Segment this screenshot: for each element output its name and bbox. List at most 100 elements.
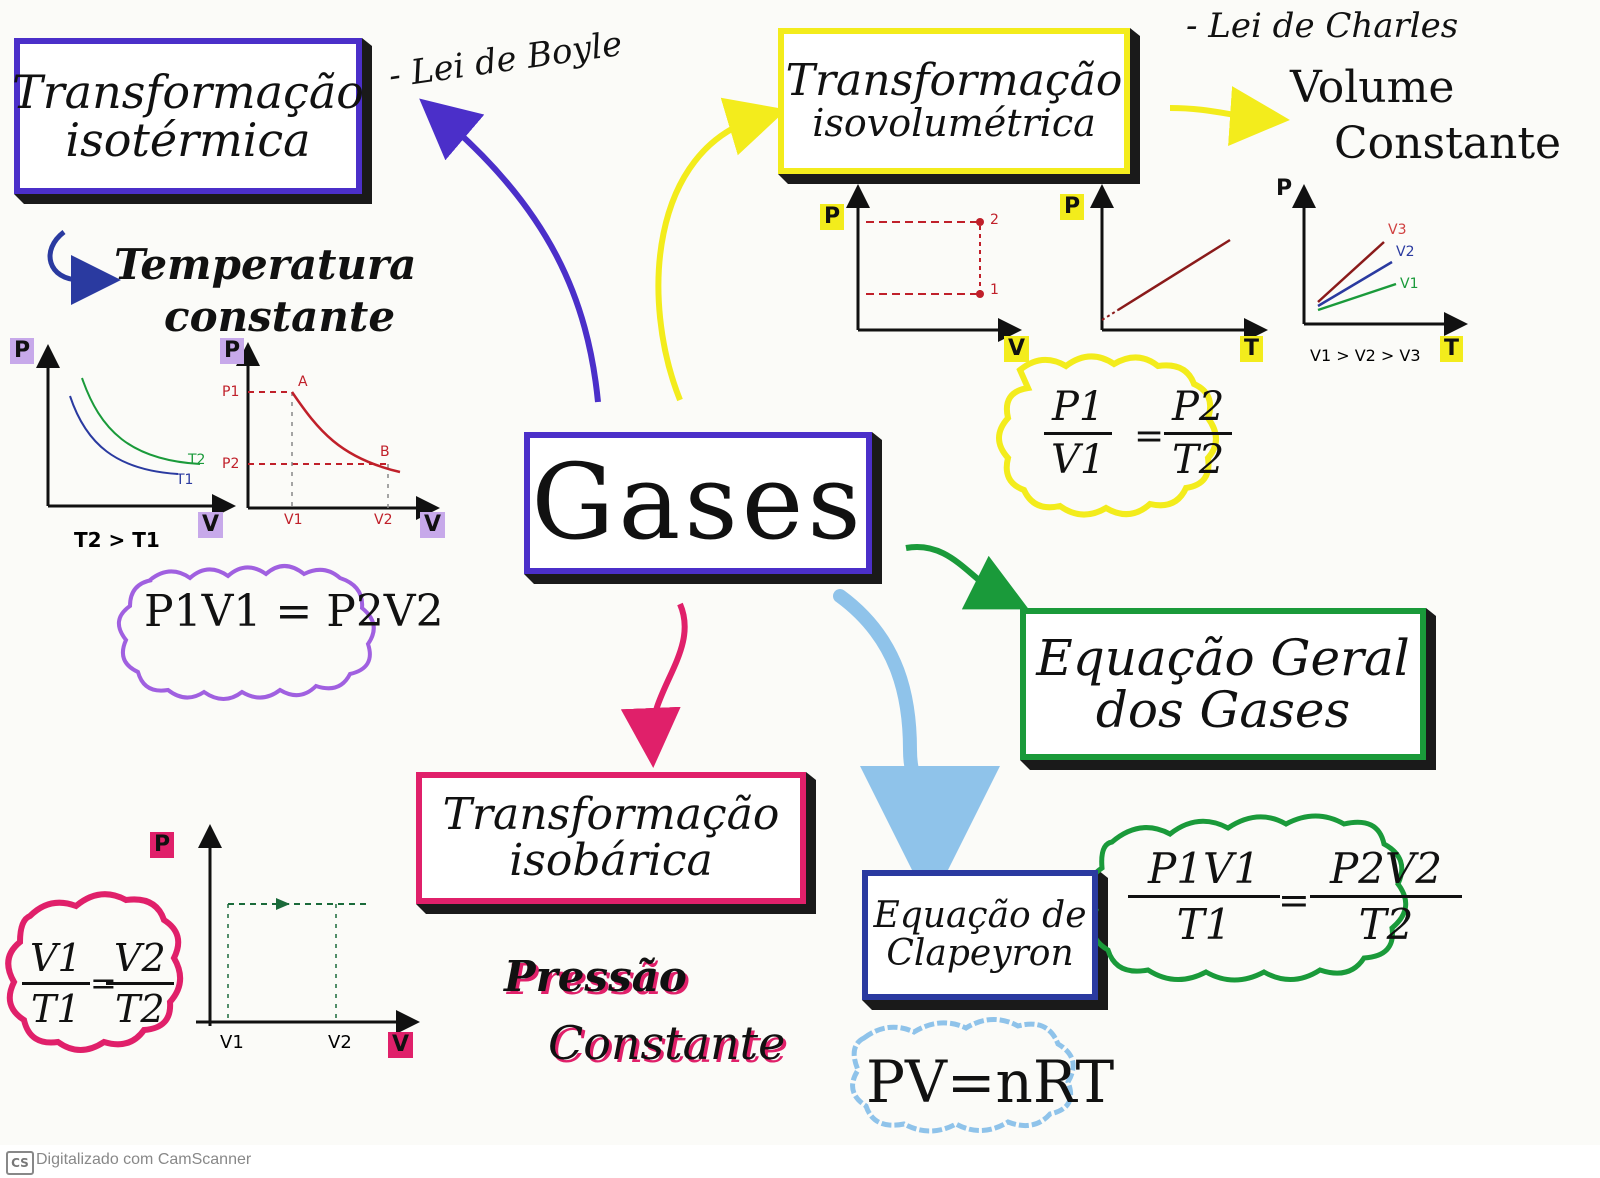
isothermal-title-line2: isotérmica: [65, 113, 311, 167]
isothermal-graph1: [36, 344, 236, 518]
isov-g1-point2: 2: [990, 212, 999, 228]
general-title-line1: Equação Geral: [1036, 628, 1410, 687]
isotherm-t1-curve: [69, 395, 179, 475]
isobaric-y-label: P: [150, 832, 175, 858]
isovolumetric-note-line1: Volume: [1290, 62, 1455, 113]
isovolumetric-graph2: [1090, 184, 1268, 342]
arrow-temperature: [47, 230, 121, 305]
isobaric-title-line2: isobárica: [509, 835, 713, 886]
isothermal-title-line1: Transformação: [12, 64, 364, 119]
isobaric-note-line2: Constante: [548, 1016, 786, 1070]
isobaric-note-line1: Pressão: [504, 952, 687, 1001]
general-formula-right: P2V2 T2: [1310, 844, 1463, 949]
clapeyron-formula: PV=nRT: [866, 1048, 1115, 1116]
isobaric-formula-left-den: T1: [31, 987, 81, 1031]
arrow-volume-constant: [1169, 86, 1290, 146]
iso-g1-x-label: V: [198, 512, 224, 538]
general-formula-equals: =: [1278, 878, 1310, 922]
iso-g2-x-label: V: [420, 512, 446, 538]
isov-g3-caption: V1 > V2 > V3: [1310, 346, 1421, 365]
isovolumetric-note-line2: Constante: [1334, 118, 1562, 169]
isobaric-box: Transformação isobárica: [416, 772, 806, 904]
isobaric-formula-right: V2 T2: [106, 936, 174, 1031]
isobaric-formula-left: V1 T1: [22, 936, 90, 1031]
arrow-to-isobaric: [620, 602, 688, 768]
isobaric-graph: [196, 824, 420, 1034]
clapeyron-cloud: [850, 1017, 1076, 1134]
iso-g2-point-b: B: [380, 444, 390, 460]
iso-g2-v2-label: V2: [374, 512, 393, 528]
isovolumetric-graph1: [846, 184, 1022, 342]
isobaric-cloud: [5, 891, 183, 1053]
arrow-to-clapeyron: [833, 589, 1000, 906]
isov-g3-x-label: T: [1440, 336, 1464, 362]
isov-formula-left-den: V1: [1051, 437, 1106, 483]
isov-formula-equals: =: [1134, 416, 1165, 457]
charles-law-label: - Lei de Charles: [1186, 6, 1459, 46]
iso-g2-p2-label: P2: [222, 456, 240, 472]
general-formula-left-num: P1V1: [1128, 844, 1281, 898]
arrow-to-isovolumetric: [655, 97, 787, 402]
isov-g2-y-label: P: [1060, 194, 1085, 220]
isothermal-graph2: [236, 342, 440, 520]
isobaric-v1-label: V1: [220, 1032, 244, 1053]
isov-g1-y-label: P: [820, 204, 845, 230]
isothermal-note-line1: Temperatura: [114, 240, 417, 289]
isotherm-t2-curve: [81, 377, 201, 465]
isovolumetric-title-line2: isovolumétrica: [812, 101, 1096, 146]
central-topic-box: Gases: [524, 432, 872, 574]
iso-g1-t1-label: T1: [176, 472, 194, 488]
general-cloud: [1085, 813, 1409, 983]
camscanner-logo: CS: [6, 1151, 34, 1175]
arrow-to-general: [905, 543, 1029, 610]
isov-g2-x-label: T: [1240, 336, 1264, 362]
central-title: Gases: [531, 441, 865, 564]
mind-map-sheet: Gases Transformação isotérmica - Lei de …: [5, 6, 1562, 1134]
diagram-graphics: [5, 28, 1468, 1134]
arrow-to-isothermal: [419, 98, 601, 403]
isov-g1-x-label: V: [1004, 336, 1030, 362]
isov-g3-v2-label: V2: [1396, 244, 1415, 260]
isobaric-x-label: V: [388, 1032, 414, 1058]
iso-g2-y-label: P: [220, 338, 245, 364]
isobaric-formula-right-den: T2: [115, 987, 165, 1031]
isov-formula-right: P2 T2: [1164, 384, 1233, 483]
boyle-formula: P1V1 = P2V2: [144, 586, 444, 637]
iso-g2-point-a: A: [298, 374, 308, 390]
isovolumetric-graph3: [1292, 184, 1468, 336]
general-formula-right-den: T2: [1358, 900, 1414, 949]
isovolumetric-box: Transformação isovolumétrica: [778, 28, 1130, 174]
general-equation-box: Equação Geral dos Gases: [1020, 608, 1426, 760]
isothermal-box: Transformação isotérmica: [12, 38, 364, 194]
general-formula-left-den: T1: [1176, 900, 1232, 949]
isobaric-v2-label: V2: [328, 1032, 352, 1053]
clapeyron-box: Equação de Clapeyron: [862, 870, 1098, 1000]
general-formula-right-num: P2V2: [1310, 844, 1463, 898]
isov-g3-v1-label: V1: [1400, 276, 1419, 292]
isobaric-formula-left-num: V1: [22, 936, 90, 985]
isobaric-formula-right-num: V2: [106, 936, 174, 985]
isovolumetric-cloud: [996, 353, 1219, 518]
isov-formula-right-den: T2: [1172, 437, 1225, 483]
isovolumetric-title-line1: Transformação: [785, 54, 1123, 106]
isov-formula-right-num: P2: [1164, 384, 1233, 435]
scanner-footer: CS Digitalizado com CamScanner: [0, 1145, 1600, 1178]
isov-formula-left: P1 V1: [1044, 384, 1113, 483]
clapeyron-title-line2: Clapeyron: [886, 933, 1074, 974]
footer-text: Digitalizado com CamScanner: [36, 1151, 252, 1168]
iso-g2-v1-label: V1: [284, 512, 303, 528]
isobaric-title-line1: Transformação: [442, 788, 780, 840]
isov-g3-v3-label: V3: [1388, 222, 1407, 238]
isothermal-cloud: [117, 564, 376, 701]
clapeyron-title-line1: Equação de: [873, 895, 1087, 937]
iso-g1-y-label: P: [10, 338, 35, 364]
iso-g1-t2-label: T2: [188, 452, 206, 468]
isov-g3-y-label: P: [1276, 176, 1293, 201]
general-title-line2: dos Gases: [1095, 681, 1351, 739]
general-formula-left: P1V1 T1: [1128, 844, 1281, 949]
isov-g1-point1: 1: [990, 282, 999, 298]
iso-g2-p1-label: P1: [222, 384, 240, 400]
iso-g1-caption: T2 > T1: [74, 528, 160, 552]
isothermal-note-line2: constante: [164, 292, 396, 341]
isothermal-ab-curve: [290, 391, 401, 474]
